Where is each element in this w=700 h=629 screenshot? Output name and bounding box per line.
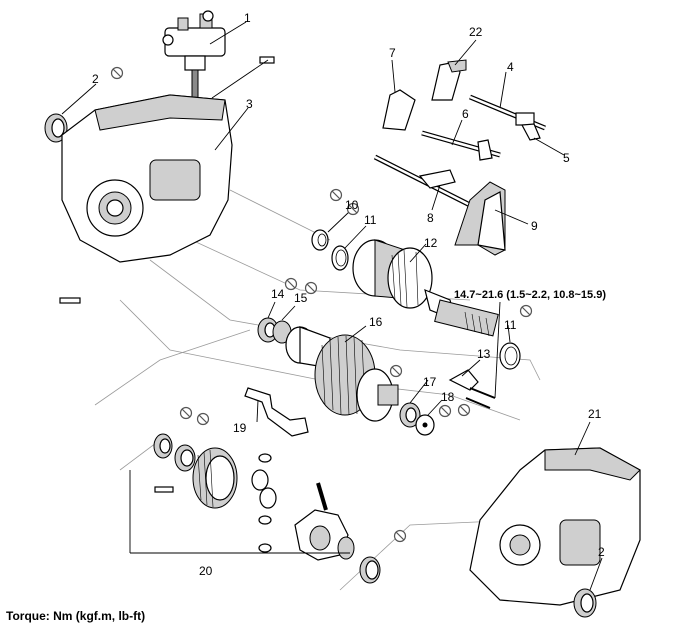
callout-5: 5 [563, 151, 570, 165]
prohibition-circle-icon [519, 304, 533, 318]
callout-numbers: 1 2 3 4 5 6 7 8 9 10 11 12 13 14 15 16 1… [92, 11, 606, 578]
callout-16: 16 [369, 315, 383, 329]
shift-rail-6 [421, 130, 501, 161]
shift-control-assembly [162, 10, 275, 99]
callout-4: 4 [507, 60, 514, 74]
callout-2: 2 [92, 72, 99, 86]
callout-13: 13 [477, 347, 491, 361]
callout-22: 22 [469, 25, 483, 39]
o-ring-11-right [499, 342, 521, 370]
output-shaft-16 [285, 326, 399, 422]
oil-seal-bottom-left [359, 556, 381, 584]
shim-18 [415, 414, 435, 436]
callout-17: 17 [423, 375, 437, 389]
shift-rail-4 [469, 94, 546, 141]
callout-1: 1 [244, 11, 251, 25]
torque-units-caption: Torque: Nm (kgf.m, lb-ft) [6, 609, 146, 623]
callout-18: 18 [441, 390, 455, 404]
prohibition-circle-icon [346, 202, 360, 216]
shift-fork-7 [382, 89, 416, 131]
callout-10: 10 [345, 198, 359, 212]
prohibition-circle-icon [457, 403, 471, 417]
callout-2-bottom: 2 [598, 545, 605, 559]
callout-leaders [61, 21, 603, 591]
oil-guide-19 [244, 387, 309, 437]
prohibition-circle-icon [196, 412, 210, 426]
callout-3: 3 [246, 97, 253, 111]
callout-8: 8 [427, 211, 434, 225]
prohibition-circle-icon [393, 529, 407, 543]
shift-fork-22 [431, 59, 467, 101]
bearing-race-17 [399, 402, 421, 428]
clutch-housing [59, 94, 233, 304]
prohibition-circle-icon [179, 406, 193, 420]
bearing-race-14 [257, 317, 279, 343]
prohibition-circle-icon [304, 281, 318, 295]
callout-11-right: 11 [504, 318, 517, 332]
callout-21: 21 [588, 407, 602, 421]
callout-11: 11 [364, 213, 377, 227]
bracket-13 [448, 369, 496, 409]
torque-spec: 14.7~21.6 (1.5~2.2, 10.8~15.9) [454, 289, 606, 301]
input-shaft-12 [352, 239, 499, 337]
callout-12: 12 [424, 236, 438, 250]
shift-rail-8 [373, 154, 472, 208]
prohibition-circle-icon [110, 66, 124, 80]
callout-20: 20 [199, 564, 213, 578]
prohibition-circle-icon [284, 277, 298, 291]
transaxle-case-21 [469, 447, 641, 606]
prohibition-circle-icon [438, 404, 452, 418]
prohibition-circle-icon [329, 188, 343, 202]
non-reusable-markers [110, 66, 533, 543]
prohibition-circle-icon [389, 364, 403, 378]
o-ring-11-top [331, 245, 349, 271]
differential-assembly-20 [129, 433, 355, 561]
callout-15: 15 [294, 291, 308, 305]
callout-14: 14 [271, 287, 285, 301]
callout-19: 19 [233, 421, 247, 435]
callout-6: 6 [462, 107, 469, 121]
shift-fork-9 [454, 181, 506, 256]
callout-9: 9 [531, 219, 538, 233]
snap-ring-10 [311, 229, 329, 251]
callout-7: 7 [389, 46, 396, 60]
oil-seal-bottom-right [573, 588, 597, 618]
